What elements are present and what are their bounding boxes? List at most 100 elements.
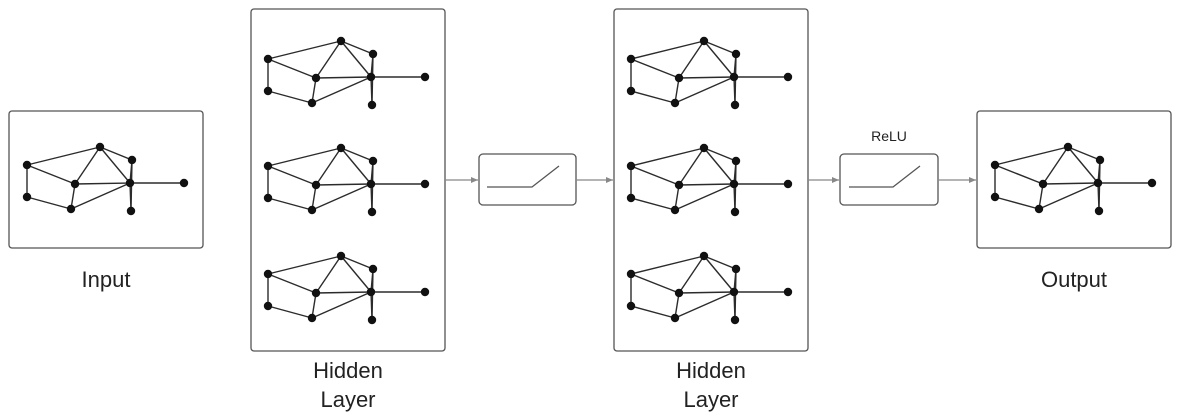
graph-node — [263, 269, 273, 279]
graph-edge — [311, 292, 317, 319]
graph-node — [336, 143, 346, 153]
graph-node — [126, 206, 136, 216]
graph-edge — [311, 76, 372, 104]
graph-edge — [674, 184, 680, 211]
relu-curve-icon — [487, 165, 560, 188]
graph-node — [366, 287, 376, 297]
graph-node — [368, 156, 378, 166]
graph-node — [307, 98, 317, 108]
graph-edge — [311, 184, 317, 211]
graph-edge — [74, 146, 101, 185]
graph-node — [729, 179, 739, 189]
graph-node — [263, 161, 273, 171]
graph-edge — [678, 183, 735, 186]
input-label: Input — [82, 267, 131, 292]
graph-edge — [1038, 183, 1044, 210]
graph-node — [730, 315, 740, 325]
graph-edge — [703, 147, 735, 185]
graph-node — [1034, 204, 1044, 214]
graph-edge — [674, 183, 735, 211]
graph-node — [368, 49, 378, 59]
graph-node — [1147, 178, 1157, 188]
graph-node — [307, 205, 317, 215]
graph-node — [263, 193, 273, 203]
graph-edge — [703, 255, 735, 293]
graph-node — [783, 179, 793, 189]
graph-node — [731, 264, 741, 274]
graph-edge — [340, 147, 374, 162]
graph-edge — [994, 146, 1069, 166]
relu-label: ReLU — [871, 128, 907, 144]
graph-edge — [315, 183, 372, 186]
graph-node — [670, 205, 680, 215]
graph-edge — [26, 196, 72, 210]
graph-edge — [340, 255, 372, 293]
graph-node — [731, 156, 741, 166]
hidden-layer-1-label-line2: Layer — [320, 387, 375, 412]
output-graph-icon — [990, 142, 1157, 216]
graph-edge — [26, 164, 76, 185]
graph-edge — [267, 90, 313, 104]
hidden1-graph-icon-3 — [263, 251, 430, 325]
graph-edge — [678, 291, 735, 294]
graph-node — [179, 178, 189, 188]
graph-edge — [703, 40, 737, 55]
graph-node — [263, 54, 273, 64]
graph-node — [730, 100, 740, 110]
graph-node — [420, 287, 430, 297]
graph-node — [626, 301, 636, 311]
graph-node — [626, 269, 636, 279]
graph-edge — [99, 146, 131, 184]
graph-node — [699, 143, 709, 153]
output-label: Output — [1041, 267, 1107, 292]
graph-edge — [340, 147, 372, 185]
hidden-layer-2-label-line1: Hidden — [676, 358, 746, 383]
graph-edge — [267, 255, 342, 275]
graph-edge — [315, 255, 342, 294]
graph-node — [729, 287, 739, 297]
graph-edge — [267, 197, 313, 211]
graph-node — [367, 207, 377, 217]
graph-node — [22, 160, 32, 170]
graph-node — [263, 86, 273, 96]
graph-node — [307, 313, 317, 323]
graph-node — [336, 36, 346, 46]
graph-node — [311, 288, 321, 298]
graph-edge — [1042, 146, 1069, 185]
graph-edge — [1038, 182, 1099, 210]
graph-edge — [678, 147, 705, 186]
graph-edge — [674, 77, 680, 104]
graph-edge — [267, 273, 317, 294]
graph-node — [95, 142, 105, 152]
graph-node — [674, 288, 684, 298]
graph-node — [699, 36, 709, 46]
graph-edge — [994, 196, 1040, 210]
graph-node — [311, 73, 321, 83]
graph-node — [263, 301, 273, 311]
graph-edge — [267, 147, 342, 167]
graph-edge — [674, 76, 735, 104]
graph-node — [336, 251, 346, 261]
hidden-layer-2-label-line2: Layer — [683, 387, 738, 412]
graph-edge — [311, 77, 317, 104]
graph-node — [311, 180, 321, 190]
graph-edge — [674, 291, 735, 319]
graph-edge — [630, 90, 676, 104]
hidden1-graph-icon-1 — [263, 36, 430, 110]
graph-node — [626, 193, 636, 203]
output-box — [976, 110, 1172, 249]
graph-edge — [703, 147, 737, 162]
hidden2-graph-icon-2 — [626, 143, 793, 217]
graph-edge — [267, 305, 313, 319]
graph-node — [22, 192, 32, 202]
graph-node — [368, 264, 378, 274]
graph-edge — [1067, 146, 1099, 184]
graph-node — [783, 287, 793, 297]
graph-edge — [26, 146, 101, 166]
graph-node — [1095, 155, 1105, 165]
graph-edge — [630, 273, 680, 294]
graph-node — [990, 192, 1000, 202]
graph-edge — [678, 76, 735, 79]
graph-edge — [630, 40, 705, 60]
hidden1-graph-icon-2 — [263, 143, 430, 217]
